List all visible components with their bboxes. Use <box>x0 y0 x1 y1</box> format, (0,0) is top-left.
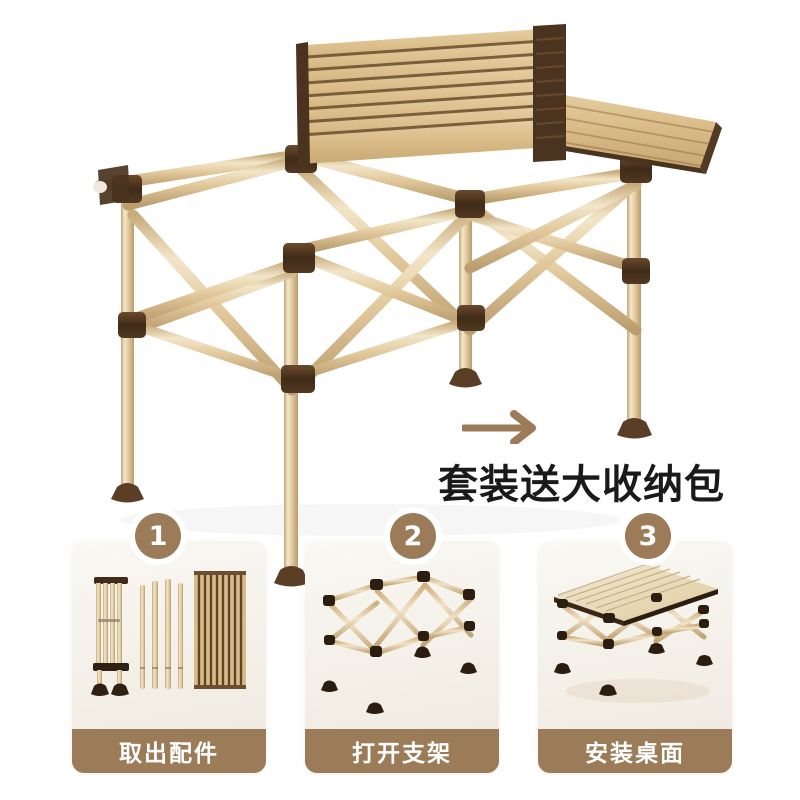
step-2-illustration <box>305 541 499 731</box>
assembly-steps: 取出配件 <box>0 513 800 783</box>
step-badge-3: 3 <box>625 513 671 559</box>
step-badge-1: 1 <box>135 513 181 559</box>
step-card-2[interactable]: 打开支架 <box>305 541 499 773</box>
right-arrow-icon <box>462 410 536 444</box>
step-card-3[interactable]: 安装桌面 <box>538 541 732 773</box>
step-3-label: 安装桌面 <box>538 729 732 773</box>
promo-headline: 套装送大收纳包 <box>438 462 725 508</box>
step-1-label: 取出配件 <box>72 729 266 773</box>
hero-product-illustration <box>93 24 722 587</box>
folding-table-graphic <box>93 24 722 587</box>
rolled-slat-stack <box>296 24 566 167</box>
table-frame <box>94 145 652 587</box>
step-2-label: 打开支架 <box>305 729 499 773</box>
step-card-1[interactable]: 取出配件 <box>72 541 266 773</box>
step-badge-2: 2 <box>390 513 436 559</box>
table-top-slats <box>98 24 722 205</box>
step-3-illustration <box>538 541 732 731</box>
step-1-illustration <box>72 541 266 731</box>
